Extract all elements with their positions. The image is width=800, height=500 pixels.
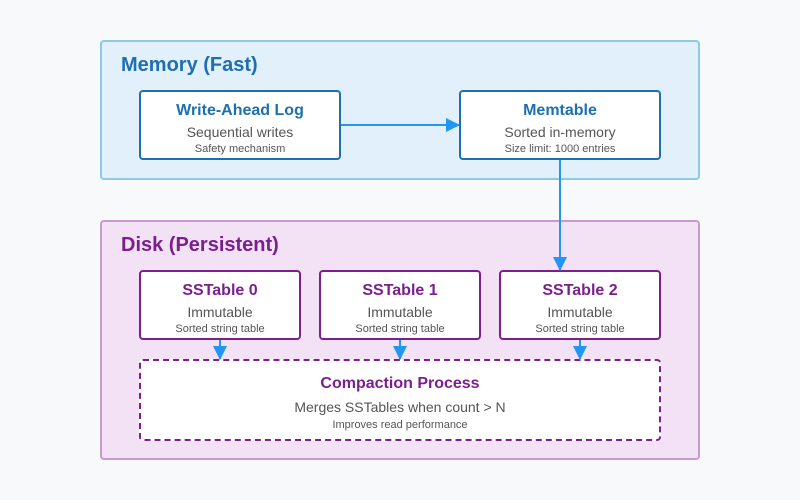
compaction-note: Improves read performance <box>332 419 468 431</box>
sstable-0-box: SSTable 0 Immutable Sorted string table <box>139 270 301 340</box>
sstable-0-title: SSTable 0 <box>182 282 258 299</box>
memory-region-title: Memory (Fast) <box>121 54 258 76</box>
wal-subtitle: Sequential writes <box>186 124 294 140</box>
sstable-2-subtitle: Immutable <box>547 304 613 320</box>
wal-note: Safety mechanism <box>194 143 286 155</box>
disk-region-title: Disk (Persistent) <box>121 234 279 256</box>
compaction-process-box: Compaction Process Merges SSTables when … <box>139 359 661 441</box>
sstable-1-note: Sorted string table <box>355 323 445 335</box>
wal-title: Write-Ahead Log <box>176 102 304 119</box>
sstable-1-subtitle: Immutable <box>367 304 433 320</box>
sstable-2-note: Sorted string table <box>535 323 625 335</box>
memtable-note: Size limit: 1000 entries <box>504 143 616 155</box>
memtable-box: Memtable Sorted in-memory Size limit: 10… <box>459 90 661 160</box>
sstable-1-title: SSTable 1 <box>362 282 438 299</box>
sstable-1-box: SSTable 1 Immutable Sorted string table <box>319 270 481 340</box>
sstable-2-box: SSTable 2 Immutable Sorted string table <box>499 270 661 340</box>
sstable-0-note: Sorted string table <box>175 323 265 335</box>
sstable-0-subtitle: Immutable <box>187 304 253 320</box>
compaction-title: Compaction Process <box>320 375 480 392</box>
memtable-title: Memtable <box>523 102 597 119</box>
write-ahead-log-box: Write-Ahead Log Sequential writes Safety… <box>139 90 341 160</box>
compaction-subtitle: Merges SSTables when count > N <box>294 399 506 415</box>
memtable-subtitle: Sorted in-memory <box>504 124 616 140</box>
sstable-2-title: SSTable 2 <box>542 282 618 299</box>
